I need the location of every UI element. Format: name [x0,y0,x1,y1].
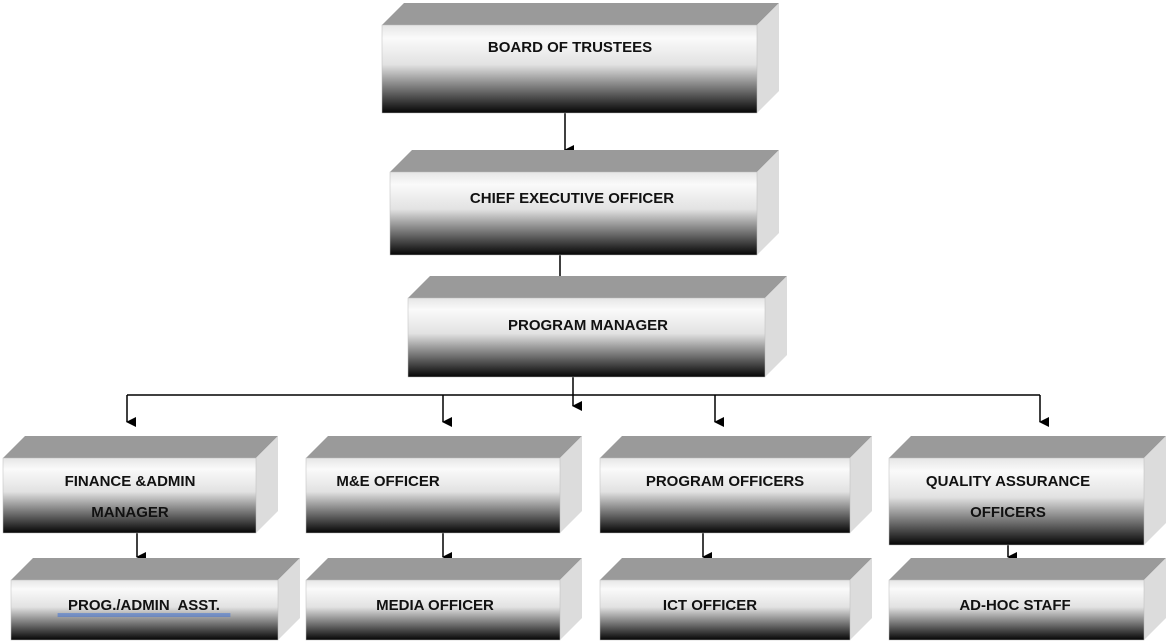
box-label: M&E OFFICER [336,473,439,490]
org-box-board: BOARD OF TRUSTEES [381,3,779,114]
box-front-face [888,457,1145,546]
box-label: AD-HOC STAFF [959,597,1070,614]
box-label: PROGRAM OFFICERS [646,473,804,490]
box-top-face [408,276,787,298]
box-side-face [757,3,779,113]
box-side-face [850,436,872,533]
org-box-pm: PROGRAM MANAGER [407,276,787,378]
box-side-face [850,558,872,640]
org-box-qa: QUALITY ASSURANCE OFFICERS [888,436,1166,546]
box-top-face [889,558,1166,580]
box-side-face [1144,558,1166,640]
box-front-face [10,579,279,641]
box-label: CHIEF EXECUTIVE OFFICER [470,190,674,207]
box-top-face [306,558,582,580]
box-top-face [382,3,779,25]
box-top-face [390,150,779,172]
box-top-face [306,436,582,458]
box-side-face [278,558,300,640]
org-box-asst: PROG./ADMIN ASST. [10,558,300,641]
box-label: QUALITY ASSURANCE [926,473,1090,490]
box-top-face [600,436,872,458]
box-front-face [305,457,561,534]
box-front-face [381,24,758,114]
org-box-ict: ICT OFFICER [599,558,872,641]
box-front-face [407,297,766,378]
box-front-face [599,579,851,641]
box-side-face [757,150,779,255]
box-label: FINANCE &ADMIN [65,473,196,490]
box-label: OFFICERS [970,504,1046,521]
box-label: PROG./ADMIN ASST. [68,597,220,614]
box-front-face [2,457,257,534]
box-front-face [389,171,758,256]
org-box-progofficers: PROGRAM OFFICERS [599,436,872,534]
box-front-face [599,457,851,534]
org-box-media: MEDIA OFFICER [305,558,582,641]
box-label: PROGRAM MANAGER [508,317,668,334]
box-label: MANAGER [91,504,169,521]
box-front-face [888,579,1145,641]
box-side-face [256,436,278,533]
box-top-face [889,436,1166,458]
org-box-me: M&E OFFICER [305,436,582,534]
boxes: BOARD OF TRUSTEES CHIEF EXECUTIVE OFFICER… [2,3,1166,641]
box-top-face [11,558,300,580]
box-label: ICT OFFICER [663,597,757,614]
box-top-face [600,558,872,580]
org-box-ceo: CHIEF EXECUTIVE OFFICER [389,150,779,256]
box-side-face [560,436,582,533]
box-side-face [1144,436,1166,545]
box-side-face [560,558,582,640]
org-box-finance: FINANCE &ADMIN MANAGER [2,436,278,534]
box-label: BOARD OF TRUSTEES [488,39,652,56]
box-side-face [765,276,787,377]
org-box-adhoc: AD-HOC STAFF [888,558,1166,641]
box-top-face [3,436,278,458]
box-label: MEDIA OFFICER [376,597,494,614]
box-front-face [305,579,561,641]
